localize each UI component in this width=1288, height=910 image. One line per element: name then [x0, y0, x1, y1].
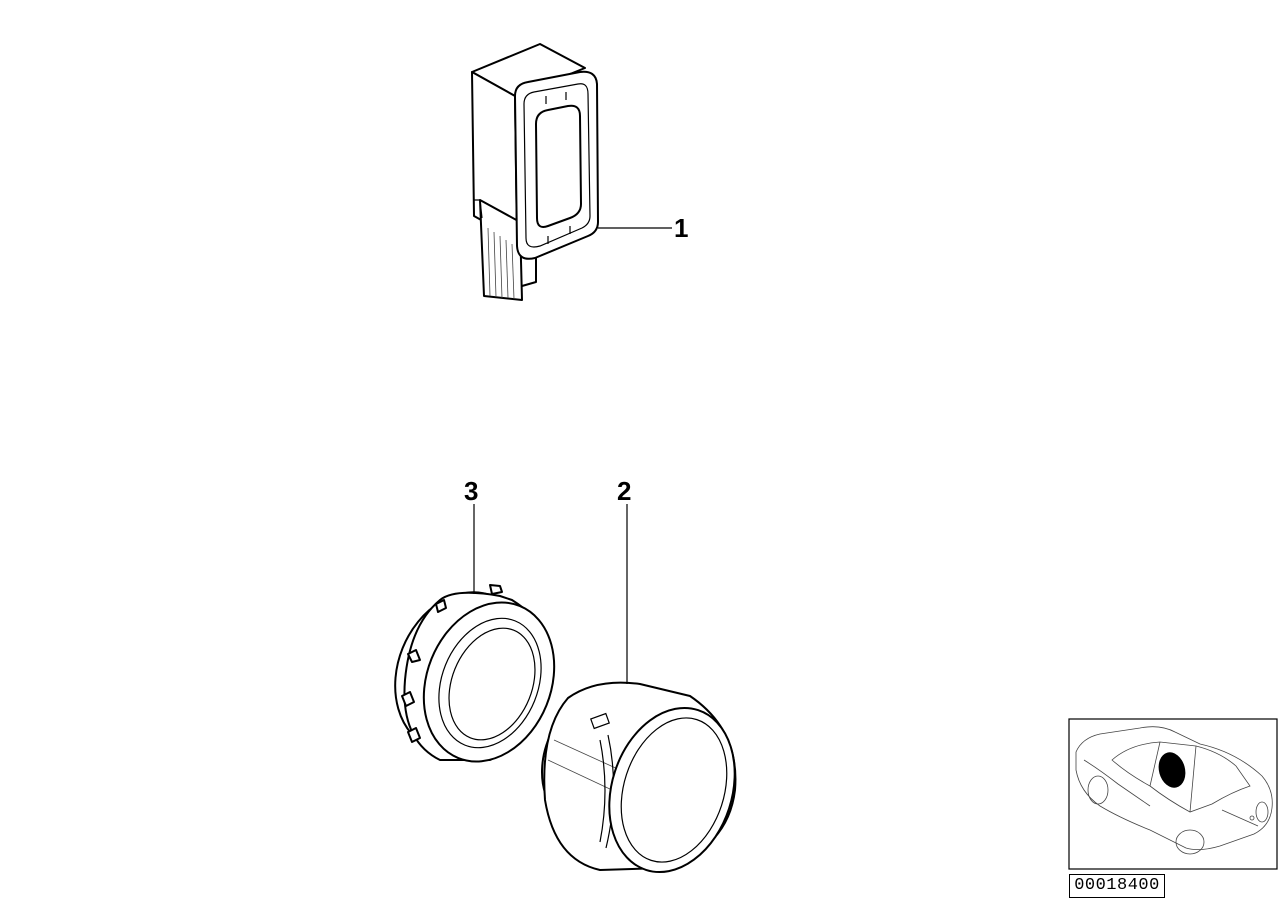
location-marker [1158, 752, 1186, 788]
reference-number: 00018400 [1069, 874, 1165, 898]
part-2-round-sensor [541, 681, 737, 874]
part-1-sensor-module [471, 43, 599, 301]
callout-3: 3 [464, 476, 478, 506]
callout-2: 2 [617, 476, 631, 506]
vehicle-location-thumbnail [1068, 718, 1278, 870]
callout-1: 1 [674, 213, 688, 243]
part-3-retaining-ring [394, 584, 556, 763]
